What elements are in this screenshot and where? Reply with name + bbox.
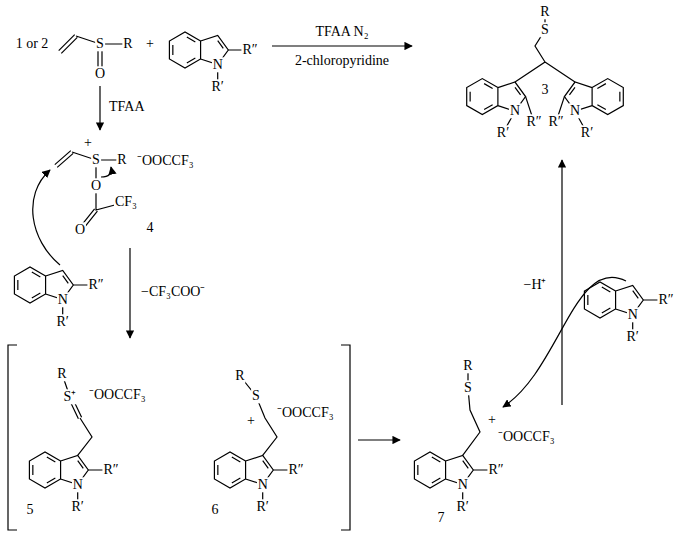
structure-label: + bbox=[145, 36, 155, 51]
structure-label: ⁻OOCCF₃ bbox=[497, 429, 556, 444]
structure-label: S bbox=[251, 388, 261, 403]
structure-label: R′ bbox=[625, 329, 639, 344]
structure-label: S⁺ bbox=[63, 389, 78, 404]
reaction-arrow bbox=[99, 86, 100, 130]
structure-label: O bbox=[90, 178, 102, 193]
structure-label: N bbox=[627, 307, 639, 322]
structure-label: TFAA N₂ bbox=[314, 24, 369, 39]
bond bbox=[55, 151, 126, 232]
structure-label: N bbox=[257, 477, 269, 492]
structure-label: O bbox=[74, 222, 86, 237]
structure-label: R′ bbox=[255, 499, 269, 514]
bracket bbox=[8, 345, 350, 530]
structure-label: R′ bbox=[70, 499, 84, 514]
reaction-arrow bbox=[272, 45, 412, 46]
reaction-arrow bbox=[358, 439, 400, 440]
structure-label: + bbox=[246, 413, 256, 428]
structure-label: R′ bbox=[496, 125, 510, 140]
structure-label: O bbox=[94, 66, 106, 81]
structure-label: R″ bbox=[241, 42, 258, 57]
structure-label: R″ bbox=[547, 114, 564, 129]
structure-label: 7 bbox=[437, 510, 446, 525]
electron-arrow bbox=[101, 167, 111, 177]
bond bbox=[240, 376, 296, 507]
reaction-arrow bbox=[561, 160, 562, 405]
structure-label: 1 or 2 bbox=[15, 36, 50, 51]
structure-label: R″ bbox=[657, 292, 674, 307]
structure-label: ⁻OOCCF₃ bbox=[276, 405, 335, 420]
structure-label: R bbox=[116, 152, 127, 167]
structure-label: 5 bbox=[26, 502, 35, 517]
structure-label: 6 bbox=[211, 502, 220, 517]
structure-label: 4 bbox=[146, 220, 155, 235]
structure-label: R″ bbox=[487, 462, 504, 477]
structure-label: R bbox=[539, 4, 550, 19]
structure-label: R bbox=[234, 368, 245, 383]
structure-label: ⁻OOCCF₃ bbox=[136, 153, 195, 168]
structure-label: R bbox=[122, 36, 133, 51]
structure-label: R′ bbox=[580, 125, 594, 140]
structure-label: −CF₃COO⁻ bbox=[140, 284, 206, 299]
structure-label: N bbox=[212, 57, 224, 72]
structure-label: R″ bbox=[102, 462, 119, 477]
structure-label: R bbox=[462, 358, 473, 373]
electron-arrow bbox=[33, 170, 60, 265]
structure-label: + bbox=[83, 135, 93, 150]
structure-label: S bbox=[463, 380, 473, 395]
structure-label: R″ bbox=[287, 462, 304, 477]
structure-label: R bbox=[56, 366, 67, 381]
reaction-arrow bbox=[129, 248, 130, 338]
structure-label: R′ bbox=[455, 499, 469, 514]
structure-label: R′ bbox=[210, 79, 224, 94]
structure-label: N bbox=[57, 292, 69, 307]
electron-arrow bbox=[503, 277, 626, 407]
structure-label: R′ bbox=[55, 314, 69, 329]
structure-label: N bbox=[72, 477, 84, 492]
structure-label: 2-chloropyridine bbox=[294, 53, 390, 68]
structure-label: S bbox=[540, 22, 550, 37]
structure-label: R″ bbox=[87, 277, 104, 292]
structure-label: + bbox=[487, 412, 497, 427]
structure-label: ⁻OOCCF₃ bbox=[88, 387, 147, 402]
structure-label: R″ bbox=[525, 114, 542, 129]
structure-label: −H⁺ bbox=[522, 277, 547, 292]
structure-label: S bbox=[95, 36, 105, 51]
structure-label: CF₃ bbox=[114, 194, 138, 209]
bond bbox=[503, 10, 587, 133]
structure-label: S bbox=[91, 152, 101, 167]
structure-label: 3 bbox=[541, 82, 550, 97]
structure-label: N bbox=[569, 103, 581, 118]
structure-label: N bbox=[457, 477, 469, 492]
structure-label: TFAA bbox=[108, 99, 146, 114]
structure-label: N bbox=[509, 103, 521, 118]
